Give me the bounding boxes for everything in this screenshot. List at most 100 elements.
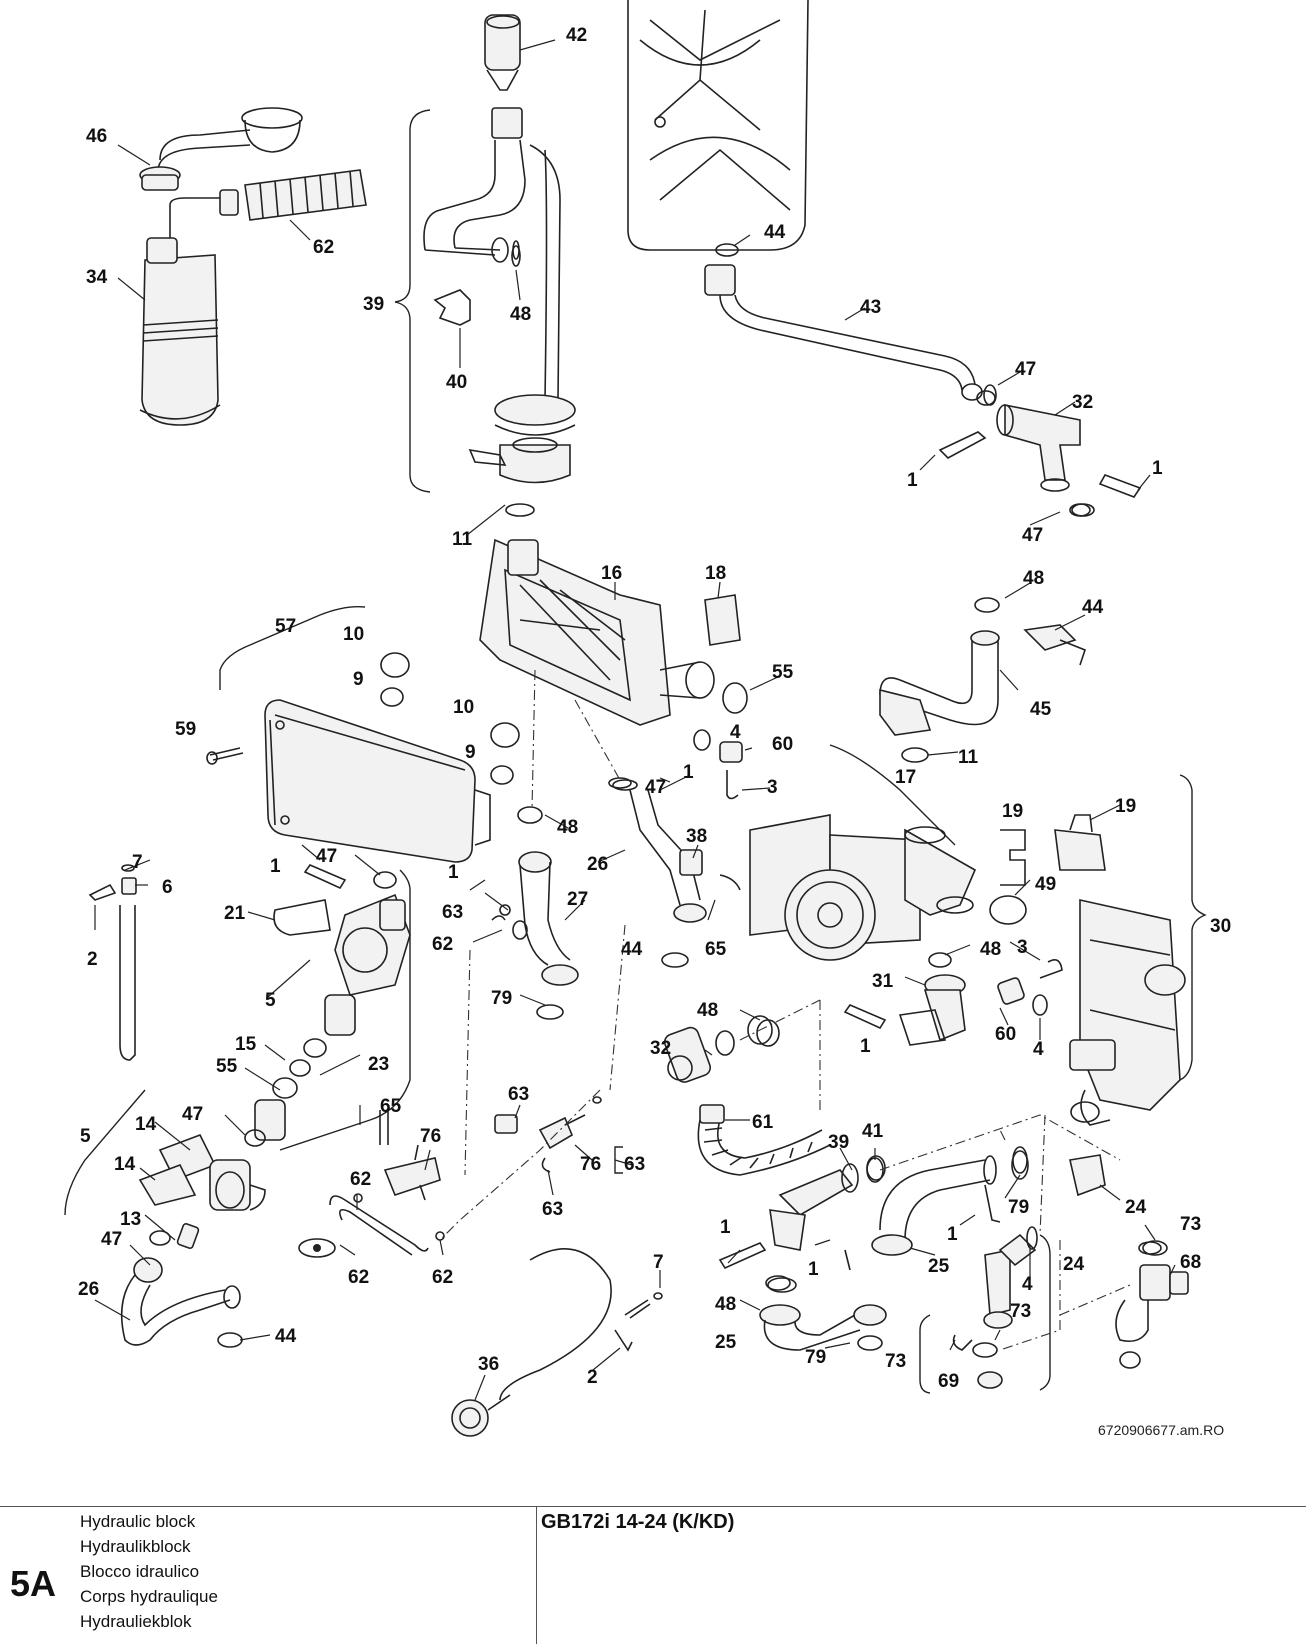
leader-lines bbox=[94, 39, 1176, 1401]
callout: 19 bbox=[1002, 801, 1023, 822]
seal-49 bbox=[989, 895, 1027, 925]
callout: 48 bbox=[697, 1000, 718, 1021]
callout: 39 bbox=[363, 294, 384, 315]
callout: 47 bbox=[1022, 525, 1043, 546]
seal-10-b bbox=[490, 722, 520, 748]
callout: 1 bbox=[860, 1036, 871, 1057]
flex-hose-60 bbox=[697, 1104, 831, 1176]
callout: 62 bbox=[432, 934, 453, 955]
callout: 6 bbox=[162, 877, 173, 898]
callout: 47 bbox=[645, 777, 666, 798]
pipe-25-b bbox=[759, 1277, 887, 1351]
tee-32 bbox=[938, 404, 1142, 517]
callout: 48 bbox=[980, 939, 1001, 960]
title-fr: Corps hydraulique bbox=[80, 1587, 218, 1606]
title-de: Hydraulikblock bbox=[80, 1537, 191, 1556]
sensor-cable-35 bbox=[451, 1247, 663, 1437]
exploded-parts-diagram: 42 46 62 34 39 48 40 44 43 47 32 1 1 47 … bbox=[64, 0, 1231, 1438]
callout: 44 bbox=[1082, 597, 1104, 618]
callout: 3 bbox=[1017, 937, 1028, 958]
callout: 21 bbox=[224, 903, 246, 924]
callout: 1 bbox=[907, 470, 918, 491]
seal-47-r bbox=[1071, 503, 1095, 517]
callout: 2 bbox=[87, 949, 98, 970]
callout: 32 bbox=[1072, 392, 1093, 413]
callout: 15 bbox=[235, 1034, 257, 1055]
clip-38 bbox=[433, 289, 471, 326]
callout: 17 bbox=[895, 767, 916, 788]
seal-47-left bbox=[373, 871, 397, 889]
callout: 63 bbox=[442, 902, 463, 923]
callout: 65 bbox=[705, 939, 727, 960]
callout: 30 bbox=[1210, 916, 1231, 937]
callout: 63 bbox=[542, 1199, 563, 1220]
callout: 31 bbox=[872, 971, 894, 992]
callout: 62 bbox=[313, 237, 334, 258]
callout: 1 bbox=[270, 856, 281, 877]
seal-48-r bbox=[974, 597, 1000, 613]
callout: 48 bbox=[715, 1294, 736, 1315]
plate-heat-exchanger-55 bbox=[264, 699, 491, 863]
callout: 45 bbox=[1030, 699, 1052, 720]
callout: 48 bbox=[1023, 568, 1044, 589]
clip-1-left bbox=[303, 864, 347, 890]
fitting-group-73 bbox=[952, 1226, 1038, 1389]
clip-1-bottom bbox=[718, 1242, 767, 1270]
callout: 24 bbox=[1125, 1197, 1147, 1218]
pipe-42 bbox=[704, 264, 996, 406]
pipe-28 bbox=[120, 1230, 243, 1348]
fitting-56 bbox=[719, 741, 743, 763]
pipe-27 bbox=[512, 851, 579, 986]
assembly-lines bbox=[439, 669, 1131, 1351]
callout: 10 bbox=[453, 697, 474, 718]
callout: 4 bbox=[1022, 1274, 1033, 1295]
callout: 1 bbox=[683, 762, 694, 783]
callout: 61 bbox=[752, 1112, 774, 1133]
callout: 62 bbox=[348, 1267, 369, 1288]
callout: 48 bbox=[510, 304, 531, 325]
callout: 73 bbox=[1180, 1214, 1201, 1235]
callout: 47 bbox=[316, 846, 337, 867]
callout: 25 bbox=[928, 1256, 950, 1277]
fitting-56-b bbox=[997, 977, 1025, 1005]
pipe-group-37 bbox=[423, 107, 576, 484]
callout: 55 bbox=[772, 662, 794, 683]
eye-icon bbox=[298, 1238, 336, 1258]
brace-24 bbox=[1039, 1234, 1051, 1391]
brace-23 bbox=[279, 869, 411, 1151]
title-block: 5A Hydraulic block Hydraulikblock Blocco… bbox=[0, 1506, 1306, 1644]
callout: 4 bbox=[730, 722, 741, 743]
callout: 47 bbox=[1015, 359, 1036, 380]
callout: 18 bbox=[705, 563, 726, 584]
callout: 49 bbox=[1035, 874, 1056, 895]
callout: 11 bbox=[452, 529, 473, 550]
callout: 19 bbox=[1115, 796, 1136, 817]
callout: 5 bbox=[265, 990, 276, 1011]
oring-48 bbox=[512, 240, 520, 260]
seal-48-31 bbox=[756, 1019, 780, 1047]
callout: 63 bbox=[624, 1154, 645, 1175]
callout: 4 bbox=[1033, 1039, 1044, 1060]
drain-valve-67 bbox=[1115, 1240, 1189, 1369]
seal-79 bbox=[1012, 1146, 1028, 1174]
expansion-vessel bbox=[627, 0, 809, 251]
callout: 68 bbox=[1180, 1252, 1201, 1273]
callout: 36 bbox=[478, 1354, 499, 1375]
title-translations: Hydraulic block Hydraulikblock Blocco id… bbox=[80, 1509, 218, 1634]
callout: 2 bbox=[587, 1367, 598, 1388]
seal-4 bbox=[693, 729, 711, 751]
screw-57-head bbox=[206, 751, 218, 765]
callout: 44 bbox=[275, 1326, 297, 1347]
callout: 73 bbox=[1010, 1301, 1031, 1322]
callout: 9 bbox=[465, 742, 476, 763]
callout: 55 bbox=[216, 1056, 238, 1077]
callout: 7 bbox=[653, 1252, 664, 1273]
callout: 60 bbox=[772, 734, 793, 755]
callout: 9 bbox=[353, 669, 364, 690]
callout: 59 bbox=[175, 719, 196, 740]
seal-47-mid bbox=[608, 777, 632, 789]
callout: 43 bbox=[860, 297, 881, 318]
clip-3-b bbox=[1039, 959, 1063, 979]
seal-43-top bbox=[715, 243, 739, 257]
callout: 60 bbox=[995, 1024, 1016, 1045]
